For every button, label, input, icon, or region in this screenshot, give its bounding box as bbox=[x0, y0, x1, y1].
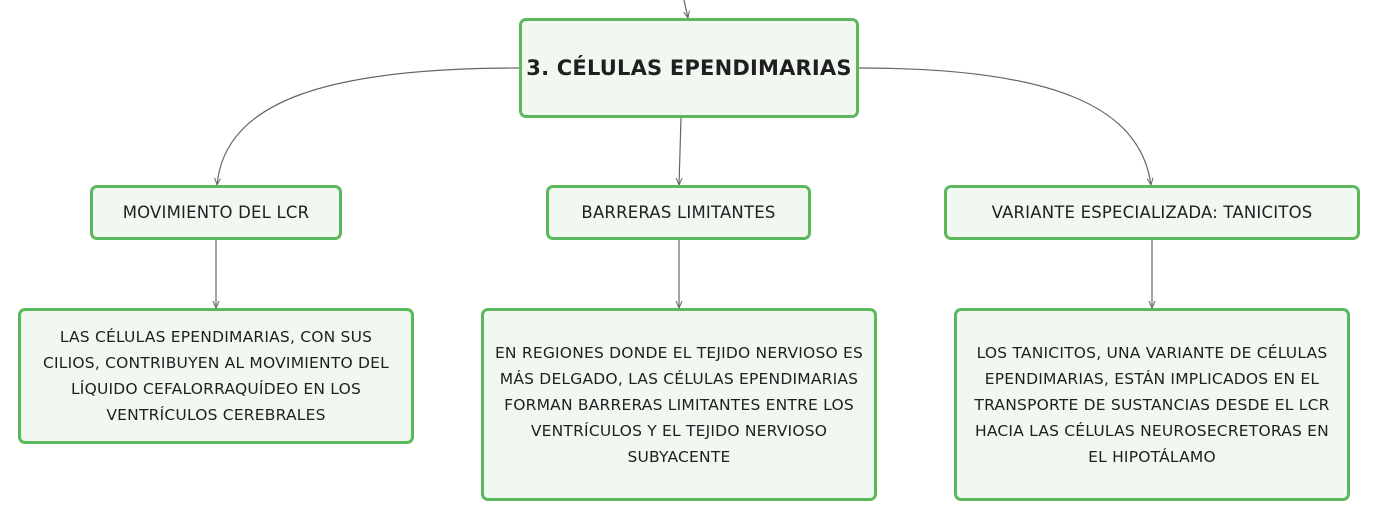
detail-text: LAS CÉLULAS EPENDIMARIAS, CON SUS CILIOS… bbox=[42, 328, 390, 424]
detail-node-movimiento-lcr[interactable]: LAS CÉLULAS EPENDIMARIAS, CON SUS CILIOS… bbox=[18, 308, 414, 444]
detail-node-barreras-limitantes[interactable]: EN REGIONES DONDE EL TEJIDO NERVIOSO ES … bbox=[481, 308, 877, 501]
topic-node-tanicitos[interactable]: VARIANTE ESPECIALIZADA: TANICITOS bbox=[944, 185, 1360, 240]
topic-node-barreras-limitantes[interactable]: BARRERAS LIMITANTES bbox=[546, 185, 811, 240]
connector-root-to-topic-0 bbox=[217, 67, 520, 185]
connector-root-to-topic-2 bbox=[858, 67, 1151, 185]
detail-text: LOS TANICITOS, UNA VARIANTE DE CÉLULAS E… bbox=[974, 343, 1330, 466]
connector-root-to-topic-1 bbox=[679, 117, 681, 185]
root-title: 3. CÉLULAS EPENDIMARIAS bbox=[526, 56, 852, 80]
topic-node-movimiento-lcr[interactable]: MOVIMIENTO DEL LCR bbox=[90, 185, 342, 240]
detail-text: EN REGIONES DONDE EL TEJIDO NERVIOSO ES … bbox=[494, 343, 864, 466]
topic-label: BARRERAS LIMITANTES bbox=[581, 203, 776, 222]
incoming-connector bbox=[684, 0, 688, 18]
detail-node-tanicitos[interactable]: LOS TANICITOS, UNA VARIANTE DE CÉLULAS E… bbox=[954, 308, 1350, 501]
root-node[interactable]: 3. CÉLULAS EPENDIMARIAS bbox=[519, 18, 859, 118]
topic-label: VARIANTE ESPECIALIZADA: TANICITOS bbox=[991, 203, 1313, 222]
topic-label: MOVIMIENTO DEL LCR bbox=[122, 203, 310, 222]
